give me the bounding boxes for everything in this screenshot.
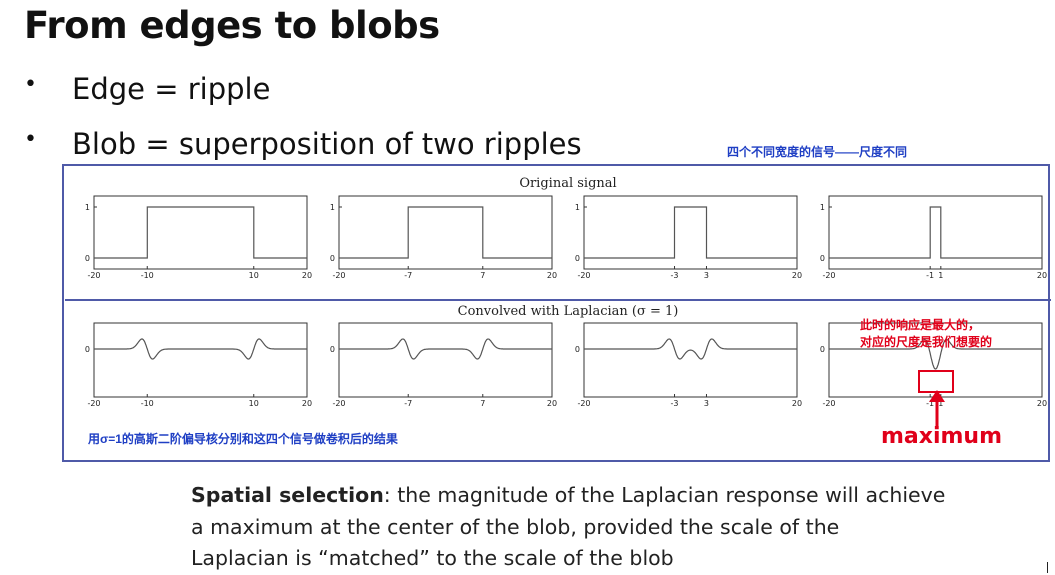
- slide-title: From edges to blobs: [24, 4, 440, 47]
- y-tick-label: 0: [820, 254, 825, 263]
- corner-mark: [1047, 562, 1055, 573]
- plot-frame: [93, 195, 308, 270]
- signal-line: [339, 338, 552, 360]
- y-tick-label: 1: [575, 203, 580, 212]
- x-tick-label: 3: [704, 399, 709, 408]
- x-tick-label: -10: [141, 271, 154, 280]
- signal-line: [94, 206, 307, 259]
- y-tick-label: 0: [330, 254, 335, 263]
- caption-bold: Spatial selection: [191, 483, 384, 507]
- signal-line: [584, 206, 797, 259]
- x-tick-label: -20: [822, 399, 835, 408]
- x-tick-label: 20: [1037, 399, 1047, 408]
- x-tick-label: 10: [249, 271, 259, 280]
- plot-frame: [338, 322, 553, 398]
- x-tick-label: -7: [404, 399, 412, 408]
- x-tick-label: -20: [822, 271, 835, 280]
- x-tick-label: -3: [671, 271, 679, 280]
- x-tick-label: 1: [938, 271, 943, 280]
- caption-line1: : the magnitude of the Laplacian respons…: [383, 483, 946, 507]
- x-tick-label: 1: [938, 399, 943, 408]
- caption: Spatial selection: the magnitude of the …: [191, 480, 945, 575]
- x-tick-label: -20: [577, 271, 590, 280]
- x-tick-label: 20: [1037, 271, 1047, 280]
- x-tick-label: -10: [141, 399, 154, 408]
- chart-title: Original signal: [519, 176, 616, 191]
- bullet-dot-icon: •: [24, 72, 37, 97]
- y-tick-label: 1: [330, 203, 335, 212]
- y-tick-label: 0: [820, 345, 825, 354]
- x-tick-label: 7: [480, 271, 485, 280]
- plot-frame: [828, 195, 1043, 270]
- caption-line2: a maximum at the center of the blob, pro…: [191, 514, 840, 539]
- signal-width-note: 四个不同宽度的信号——尺度不同: [727, 145, 908, 159]
- x-tick-label: 20: [547, 399, 557, 408]
- x-tick-label: -20: [577, 399, 590, 408]
- max-response-note-line2: 对应的尺度是我们想要的: [860, 335, 993, 349]
- signal-line: [829, 338, 1042, 370]
- bullet-text: Edge = ripple: [72, 72, 271, 106]
- x-tick-label: -1: [926, 399, 934, 408]
- maximum-arrow-icon: [929, 390, 945, 429]
- x-tick-label: -20: [87, 271, 100, 280]
- x-tick-label: 20: [302, 399, 312, 408]
- y-tick-label: 1: [820, 203, 825, 212]
- x-tick-label: 7: [480, 399, 485, 408]
- y-tick-label: 0: [85, 254, 90, 263]
- signal-line: [584, 338, 797, 360]
- x-tick-label: -20: [332, 399, 345, 408]
- convolution-note: 用σ=1的高斯二阶偏导核分别和这四个信号做卷积后的结果: [88, 432, 398, 446]
- y-tick-label: 0: [575, 254, 580, 263]
- y-tick-label: 0: [575, 345, 580, 354]
- max-response-note: 此时的响应是最大的， 对应的尺度是我们想要的: [860, 317, 992, 351]
- y-tick-label: 0: [85, 345, 90, 354]
- plot-frame: [93, 322, 308, 398]
- x-tick-label: -3: [671, 399, 679, 408]
- max-response-note-line1: 此时的响应是最大的，: [860, 318, 981, 332]
- plot-frame: [583, 195, 798, 270]
- plot-frame: [583, 322, 798, 398]
- bullet-text: Blob = superposition of two ripples: [72, 127, 582, 161]
- x-tick-label: 10: [249, 399, 259, 408]
- x-tick-label: -20: [87, 399, 100, 408]
- bullet-dot-icon: •: [24, 127, 37, 152]
- signal-line: [94, 338, 307, 360]
- caption-line3: Laplacian is “matched” to the scale of t…: [191, 546, 674, 570]
- y-tick-label: 1: [85, 203, 90, 212]
- signal-line: [339, 206, 552, 259]
- y-tick-label: 0: [330, 345, 335, 354]
- x-tick-label: -7: [404, 271, 412, 280]
- x-tick-label: 20: [792, 399, 802, 408]
- x-tick-label: 3: [704, 271, 709, 280]
- signal-line: [829, 206, 1042, 259]
- x-tick-label: -20: [332, 271, 345, 280]
- x-tick-label: 20: [547, 271, 557, 280]
- figure-divider: [65, 299, 1051, 301]
- chart-title: Convolved with Laplacian (σ = 1): [458, 304, 679, 319]
- x-tick-label: 20: [792, 271, 802, 280]
- plot-frame: [338, 195, 553, 270]
- figure-frame: [62, 164, 1050, 462]
- x-tick-label: -1: [926, 271, 934, 280]
- x-tick-label: 20: [302, 271, 312, 280]
- maximum-label: maximum: [881, 424, 1003, 449]
